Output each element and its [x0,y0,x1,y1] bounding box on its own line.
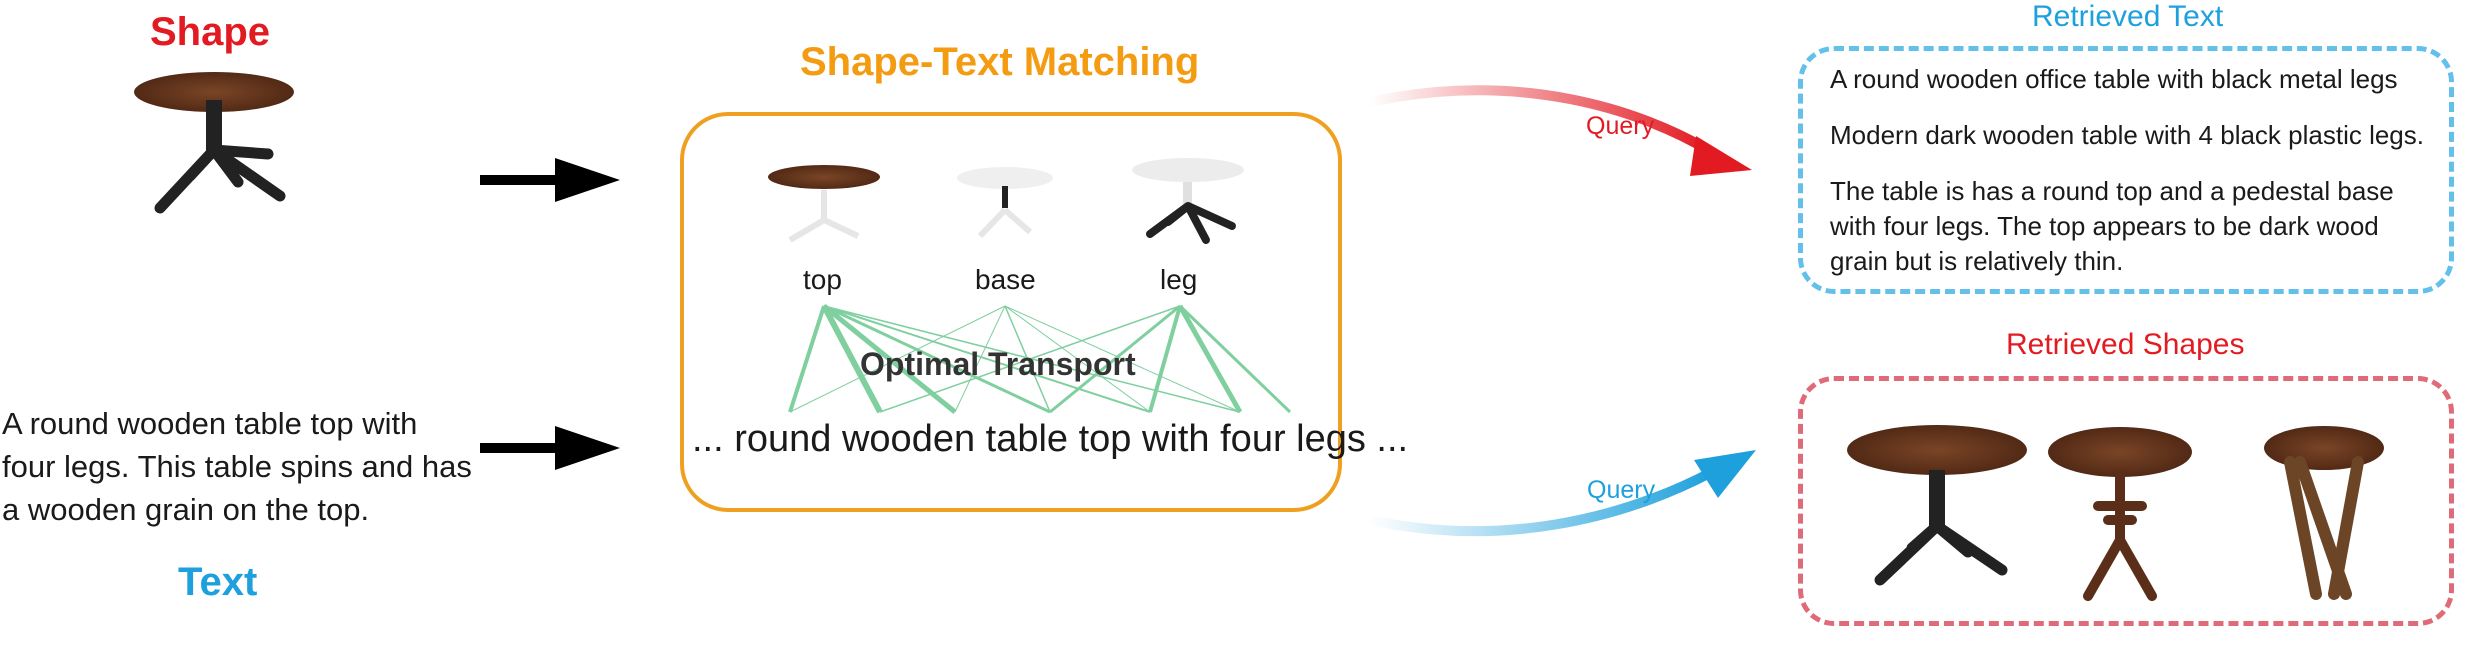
matching-sentence: ... round wooden table top with four leg… [692,418,1409,460]
part-label-base: base [975,264,1036,295]
arrow-text-in [480,426,620,470]
retrieved-text-item: A round wooden office table with black m… [1830,64,2398,94]
retrieved-text-title: Retrieved Text [2032,0,2224,33]
retrieved-shape-1-icon [1847,425,2027,586]
retrieved-shape-2-icon [2048,427,2192,601]
arrow-shape-in [480,158,620,202]
retrieved-text-item: The table is has a round top and a pedes… [1830,176,2394,276]
part-label-leg: leg [1160,264,1198,295]
input-table-icon [134,72,294,214]
part-leg-icon [1132,158,1244,244]
query-arrow-red [1368,85,1752,176]
retrieved-shapes-box [1798,376,2454,626]
retrieved-text-item: Modern dark wooden table with 4 black pl… [1830,120,2424,150]
part-base-icon [957,167,1053,239]
input-description: A round wooden table top with four legs.… [2,406,472,527]
text-title: Text [178,560,258,604]
matching-title: Shape-Text Matching [800,40,1200,84]
part-label-top: top [803,264,842,295]
optimal-transport-label: Optimal Transport [860,346,1136,382]
shape-title: Shape [150,10,271,54]
retrieved-shape-3-icon [2264,426,2384,600]
ot-lines [788,304,1292,414]
retrieved-text-box [1798,46,2454,294]
part-top-icon [768,165,880,243]
retrieved-shapes-title: Retrieved Shapes [2006,328,2245,361]
query-arrow-blue [1368,450,1756,537]
matching-box [680,112,1342,512]
